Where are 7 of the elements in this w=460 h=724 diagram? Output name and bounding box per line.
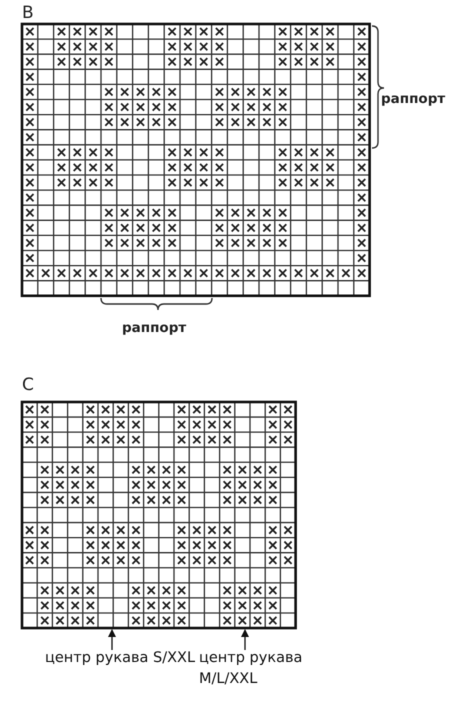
repeat-label: раппорт bbox=[381, 91, 446, 107]
panel-label: B bbox=[22, 3, 34, 23]
repeat-label: раппорт bbox=[122, 320, 186, 336]
arrow bbox=[241, 629, 249, 650]
annotation-text: центр рукава M/L/XXL bbox=[199, 648, 359, 690]
panel-label: C bbox=[22, 375, 34, 395]
arrow bbox=[108, 629, 116, 650]
